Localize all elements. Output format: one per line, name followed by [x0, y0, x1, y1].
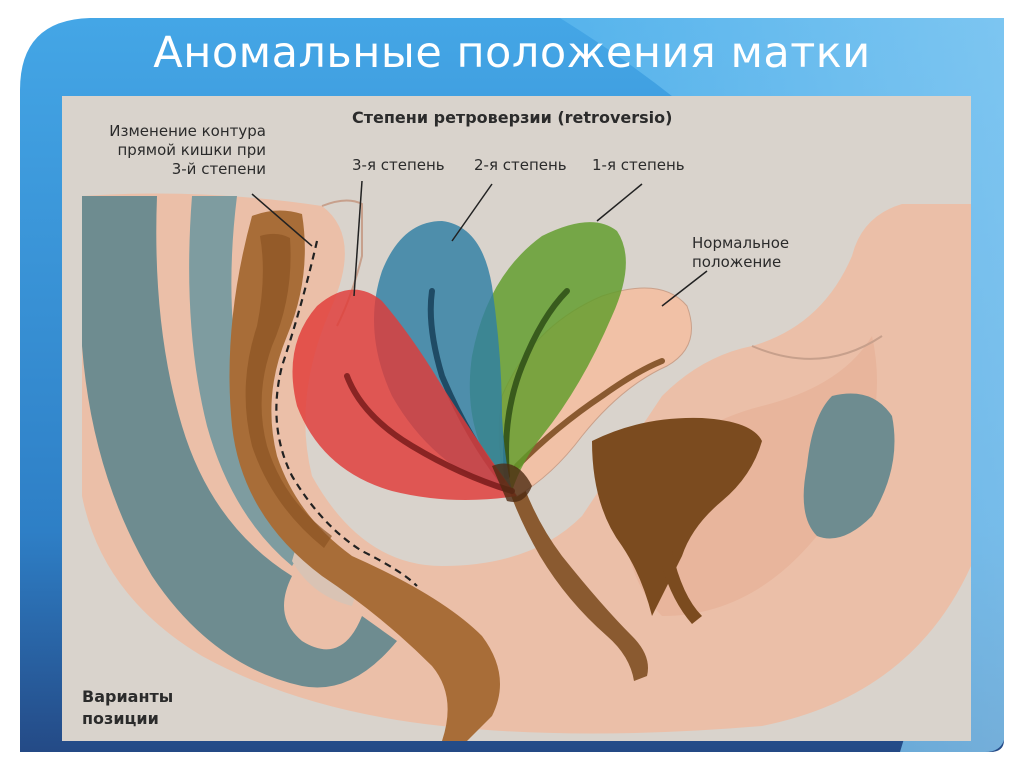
- degree-1-label: 1-я степень: [592, 156, 685, 174]
- variants-label-line: позиции: [82, 709, 159, 728]
- normal-position-label: Нормальное положение: [692, 234, 789, 272]
- callout-degree-3: [353, 180, 363, 297]
- normal-label-line: Нормальное: [692, 234, 790, 252]
- uterus-degree-3: [292, 289, 517, 500]
- rectum-label-line: 3-й степени: [171, 160, 266, 178]
- normal-label-line: положение: [692, 253, 782, 271]
- anatomy-figure: Степени ретроверзии (retroversio) Измене…: [62, 96, 971, 741]
- vagina: [502, 466, 648, 681]
- figure-header: Степени ретроверзии (retroversio): [352, 108, 673, 127]
- rectum-label-line: Изменение контура: [109, 122, 266, 140]
- degree-2-label: 2-я степень: [474, 156, 567, 174]
- slide-title: Аномальные положения матки: [153, 28, 871, 78]
- uterus-degree-2: [374, 221, 512, 491]
- callout-normal: [661, 270, 708, 307]
- rectum-contour-label: Изменение контура прямой кишки при 3-й с…: [68, 122, 266, 179]
- pelvis-diagram: [62, 96, 971, 741]
- rectum-contour-dashed: [275, 240, 418, 587]
- pubic-bone: [803, 393, 895, 539]
- bladder: [592, 417, 762, 616]
- callout-degree-1: [596, 183, 643, 222]
- callout-rectum: [251, 193, 313, 247]
- variants-label: Варианты позиции: [82, 686, 173, 730]
- sacrum-bone: [82, 196, 397, 688]
- rectum: [229, 210, 500, 741]
- degree-3-label: 3-я степень: [352, 156, 445, 174]
- callout-degree-2: [451, 183, 493, 242]
- variants-label-line: Варианты: [82, 687, 174, 706]
- rectum-label-line: прямой кишки при: [117, 141, 266, 159]
